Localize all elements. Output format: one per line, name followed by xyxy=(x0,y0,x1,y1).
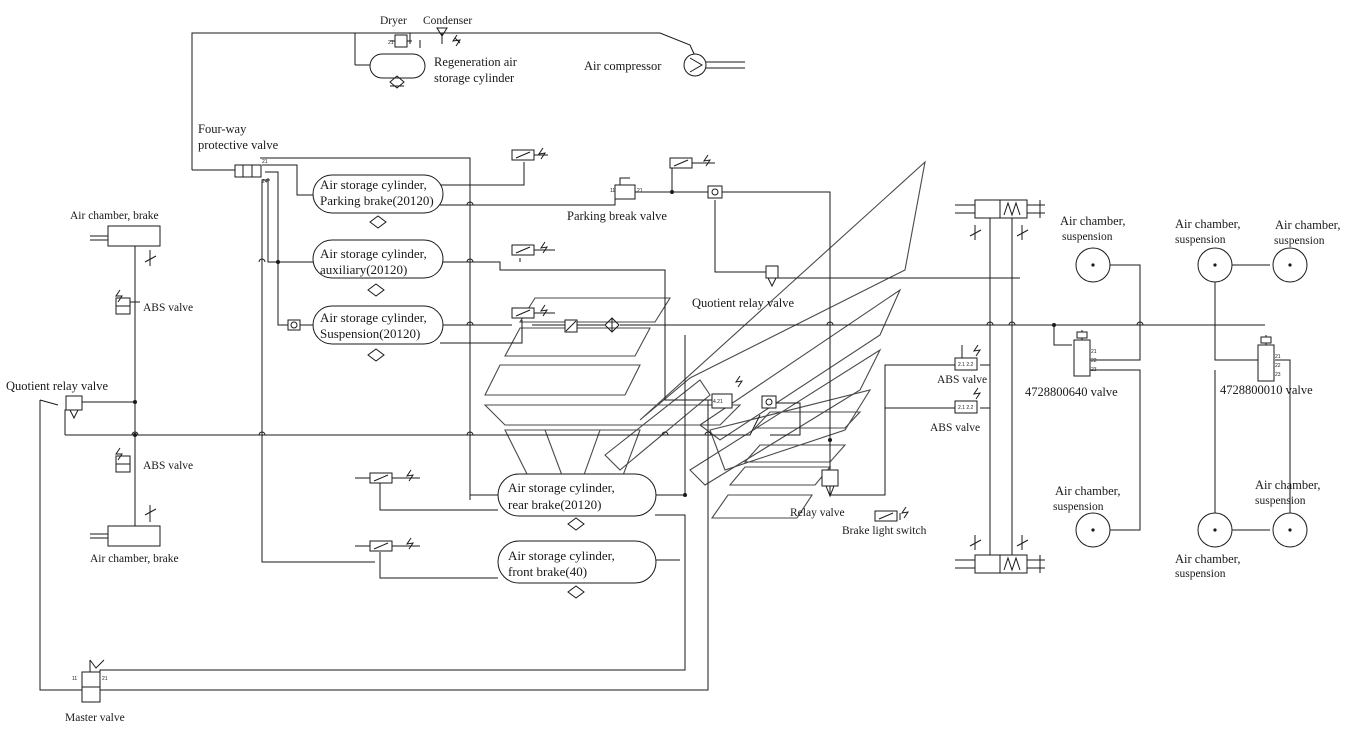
label-cyl-front-2: front brake(40) xyxy=(508,564,587,579)
svg-text:21: 21 xyxy=(102,676,108,682)
label-abs-left-lower: ABS valve xyxy=(143,460,193,472)
svg-text:4.21: 4.21 xyxy=(713,399,723,405)
air-chamber-brake-top-shape xyxy=(107,225,161,266)
abs-valve-right-lower-shape: 2.1 2.2 xyxy=(954,387,982,414)
quotient-relay-valve-left xyxy=(65,395,83,420)
label-cyl-parking-1: Air storage cylinder, xyxy=(320,177,427,192)
center-valves: 4.21 xyxy=(711,375,777,409)
label-susp-1-a: Air chamber, xyxy=(1060,214,1125,228)
cylinder-parking xyxy=(312,174,444,229)
label-parking-valve: Parking break valve xyxy=(567,209,667,223)
svg-text:21: 21 xyxy=(637,188,643,194)
label-abs-right-lower: ABS valve xyxy=(930,422,980,434)
label-air-chamber-brake-top: Air chamber, brake xyxy=(70,210,159,222)
dryer: 21 xyxy=(388,34,412,48)
svg-text:21: 21 xyxy=(262,159,268,165)
label-cyl-front-1: Air storage cylinder, xyxy=(508,548,615,563)
label-regen-1: Regeneration air xyxy=(434,55,518,69)
cylinder-front-brake xyxy=(497,540,657,599)
label-abs-left-upper: ABS valve xyxy=(143,302,193,314)
suspension-line-valves xyxy=(287,317,620,333)
label-cyl-rear-2: rear brake(20120) xyxy=(508,497,601,512)
label-susp-5-a: Air chamber, xyxy=(1175,552,1240,566)
quotient-relay-valve-top xyxy=(765,265,779,288)
svg-text:11: 11 xyxy=(72,676,77,682)
abs-valve-left-lower-shape xyxy=(115,447,131,473)
label-susp-3-a: Air chamber, xyxy=(1275,218,1340,232)
svg-text:21: 21 xyxy=(388,40,394,46)
label-master-valve: Master valve xyxy=(65,712,125,724)
label-susp-5-b: suspension xyxy=(1175,568,1226,580)
spring-chamber-lower xyxy=(955,535,1045,574)
svg-text:22: 22 xyxy=(1275,363,1281,369)
watermark-logo xyxy=(483,160,926,519)
valve-010-shape: 21 22 23 xyxy=(1257,335,1281,382)
spring-chamber-upper xyxy=(955,199,1045,240)
svg-text:21: 21 xyxy=(1275,354,1281,360)
svg-text:11: 11 xyxy=(610,188,615,194)
cylinder-rear-brake xyxy=(497,473,657,531)
svg-text:22: 22 xyxy=(1091,358,1097,364)
label-valve-010: 4728800010 valve xyxy=(1220,383,1313,397)
label-four-way-2: protective valve xyxy=(198,138,279,152)
label-cyl-parking-2: Parking brake(20120) xyxy=(320,193,434,208)
label-quotient-relay-top: Quotient relay valve xyxy=(692,296,794,310)
condenser xyxy=(436,27,462,47)
valve-640-shape: 21 22 23 xyxy=(1073,330,1097,377)
label-four-way-1: Four-way xyxy=(198,122,247,136)
pressure-switches xyxy=(355,147,910,552)
label-susp-1-b: suspension xyxy=(1062,231,1113,243)
four-way-valve: 21 24 xyxy=(234,159,268,185)
cylinder-auxiliary xyxy=(312,239,444,297)
parking-brake-valve: 11 21 xyxy=(610,177,643,200)
svg-text:2.1 2.2: 2.1 2.2 xyxy=(958,405,974,411)
air-chamber-brake-bottom-shape xyxy=(107,505,161,547)
abs-valve-left-upper-shape xyxy=(115,289,140,315)
label-susp-4-a: Air chamber, xyxy=(1055,484,1120,498)
regeneration-cylinder xyxy=(369,53,426,89)
label-susp-3-b: suspension xyxy=(1274,235,1325,247)
svg-text:21: 21 xyxy=(1091,349,1097,355)
label-susp-2-a: Air chamber, xyxy=(1175,217,1240,231)
labels: Dryer Condenser Regeneration air storage… xyxy=(6,15,1340,724)
abs-valve-right-upper-shape: 2.1 2.2 xyxy=(954,344,982,371)
label-valve-640: 4728800640 valve xyxy=(1025,385,1118,399)
label-air-compressor: Air compressor xyxy=(584,59,662,73)
label-cyl-rear-1: Air storage cylinder, xyxy=(508,480,615,495)
relay-valve-shape xyxy=(821,462,839,498)
label-air-chamber-brake-bottom: Air chamber, brake xyxy=(90,553,179,565)
label-brake-light-switch: Brake light switch xyxy=(842,525,927,537)
label-relay-valve: Relay valve xyxy=(790,507,845,519)
cylinder-suspension xyxy=(312,305,444,362)
label-susp-6-a: Air chamber, xyxy=(1255,478,1320,492)
label-dryer: Dryer xyxy=(380,15,407,27)
label-condenser: Condenser xyxy=(423,15,472,27)
svg-text:23: 23 xyxy=(1275,372,1281,378)
label-susp-6-b: suspension xyxy=(1255,495,1306,507)
parking-check-valve xyxy=(707,185,723,199)
label-susp-2-b: suspension xyxy=(1175,234,1226,246)
air-compressor xyxy=(683,53,707,77)
master-valve-shape: 11 21 xyxy=(72,659,108,703)
label-susp-4-b: suspension xyxy=(1053,501,1104,513)
svg-text:24: 24 xyxy=(262,179,268,185)
label-cyl-susp-2: Suspension(20120) xyxy=(320,326,420,341)
label-cyl-aux-1: Air storage cylinder, xyxy=(320,246,427,261)
label-abs-right-upper: ABS valve xyxy=(937,374,987,386)
label-regen-2: storage cylinder xyxy=(434,71,515,85)
label-quotient-relay-left: Quotient relay valve xyxy=(6,379,108,393)
suspension-chambers xyxy=(1075,247,1308,548)
svg-text:23: 23 xyxy=(1091,367,1097,373)
label-cyl-aux-2: auxiliary(20120) xyxy=(320,262,407,277)
svg-text:2.1 2.2: 2.1 2.2 xyxy=(958,362,974,368)
label-cyl-susp-1: Air storage cylinder, xyxy=(320,310,427,325)
